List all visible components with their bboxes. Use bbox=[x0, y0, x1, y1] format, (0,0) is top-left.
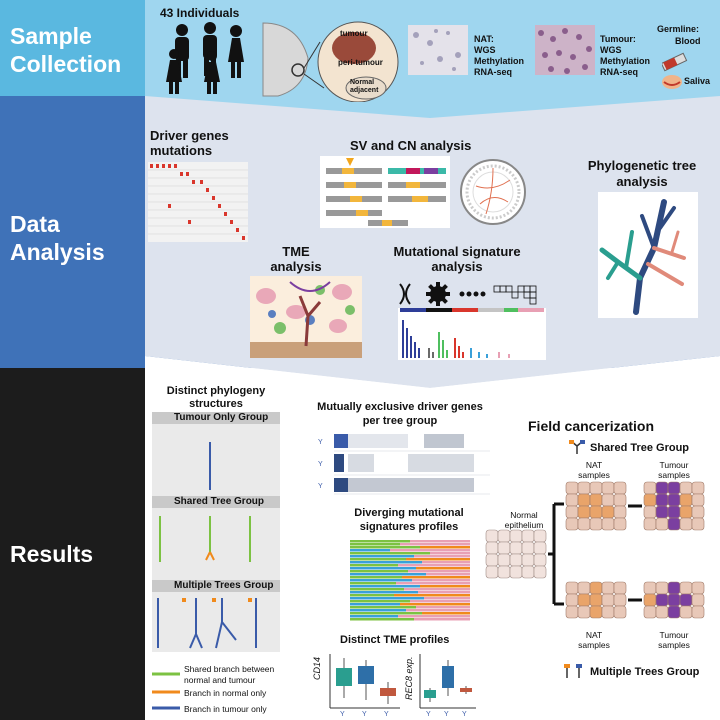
normal-adjacent-label: Normal adjacent bbox=[350, 79, 379, 94]
legend-shared-branch: Shared branch between normal and tumour bbox=[184, 664, 275, 685]
tumour-histology-image bbox=[535, 25, 595, 75]
svg-text:Y: Y bbox=[318, 483, 323, 490]
multiple-trees-group-label: Multiple Trees Group bbox=[174, 580, 274, 591]
section-label-sample: Sample Collection bbox=[10, 23, 122, 77]
tme-illustration bbox=[250, 276, 362, 358]
people-icon bbox=[166, 22, 244, 94]
phylo-title: Phylogenetic tree analysis bbox=[587, 158, 697, 189]
field-multiple-trees-label: Multiple Trees Group bbox=[590, 666, 700, 678]
svg-text:Y: Y bbox=[362, 711, 367, 718]
field-cancerization-diagram bbox=[485, 481, 705, 619]
sv-cn-title: SV and CN analysis bbox=[350, 138, 472, 153]
svg-text:Y: Y bbox=[462, 711, 467, 718]
tumour-assays: Tumour: WGS Methylation RNA-seq bbox=[600, 34, 651, 77]
section-label-results: Results bbox=[10, 541, 94, 567]
nat-assays: NAT: WGS Methylation RNA-seq bbox=[474, 34, 525, 77]
peri-tumour-label: peri-tumour bbox=[338, 58, 383, 67]
legend-tumour-branch: Branch in tumour only bbox=[184, 704, 267, 714]
section-label-analysis: Data Analysis bbox=[10, 211, 105, 265]
svg-text:Y: Y bbox=[384, 711, 389, 718]
nat-histology-image bbox=[408, 25, 468, 75]
svg-text:Y: Y bbox=[318, 439, 323, 446]
field-shared-tree-label: Shared Tree Group bbox=[590, 442, 690, 454]
cd14-axis-label: CD14 bbox=[312, 656, 322, 680]
mutsig-title: Mutational signature analysis bbox=[393, 244, 521, 274]
driver-heatmap: Y Y Y bbox=[314, 430, 490, 498]
signature-stacked-bars bbox=[350, 540, 470, 621]
phylogeny-legend bbox=[152, 672, 180, 710]
breast-diagram bbox=[262, 21, 399, 102]
saliva-icon bbox=[662, 75, 682, 89]
nat-samples-top-label: NAT samples bbox=[578, 460, 610, 480]
legend-normal-branch: Branch in normal only bbox=[184, 688, 267, 698]
tumour-only-group-label: Tumour Only Group bbox=[174, 412, 269, 423]
svg-text:Y: Y bbox=[444, 711, 449, 718]
individuals-label: 43 Individuals bbox=[160, 6, 240, 20]
field-cancerization-title: Field cancerization bbox=[528, 418, 655, 434]
driver-oncoprint bbox=[148, 162, 248, 242]
svg-text:Y: Y bbox=[340, 711, 345, 718]
tme-profiles-title: Distinct TME profiles bbox=[340, 634, 450, 646]
phylo-tree-diagram bbox=[598, 192, 698, 318]
nat-samples-bottom-label: NAT samples bbox=[578, 630, 610, 650]
tree-group-icon-shared bbox=[569, 440, 585, 454]
driver-genes-title: Driver genes mutations bbox=[150, 128, 229, 158]
svg-text:Y: Y bbox=[426, 711, 431, 718]
normal-epithelium-label: Normal epithelium bbox=[504, 510, 544, 530]
blood-label: Blood bbox=[675, 36, 701, 46]
tree-group-icon-multiple bbox=[564, 664, 582, 678]
mutually-exclusive-title: Mutually exclusive driver genes per tree… bbox=[317, 401, 483, 427]
results-band bbox=[0, 368, 145, 720]
phylogeny-title: Distinct phylogeny structures bbox=[166, 385, 266, 410]
circos-plot bbox=[460, 159, 526, 225]
rec8-axis-label: REC8 exp. bbox=[404, 656, 414, 700]
sv-schematic bbox=[320, 156, 450, 228]
tumour-samples-top-label: Tumour samples bbox=[658, 460, 690, 480]
mutsig-icons bbox=[399, 282, 537, 306]
mutsig-barchart bbox=[398, 308, 546, 360]
shared-tree-group-label: Shared Tree Group bbox=[174, 496, 265, 507]
tme-title: TME analysis bbox=[270, 244, 322, 274]
germline-label: Germline: bbox=[657, 24, 700, 34]
diverging-title: Diverging mutational signatures profiles bbox=[354, 507, 464, 533]
svg-text:Y: Y bbox=[318, 461, 323, 468]
saliva-label: Saliva bbox=[684, 76, 711, 86]
blood-tube-icon bbox=[662, 52, 688, 72]
tumour-label: tumour bbox=[340, 29, 368, 38]
tumour-samples-bottom-label: Tumour samples bbox=[658, 630, 690, 650]
phylogeny-panels bbox=[152, 412, 280, 652]
